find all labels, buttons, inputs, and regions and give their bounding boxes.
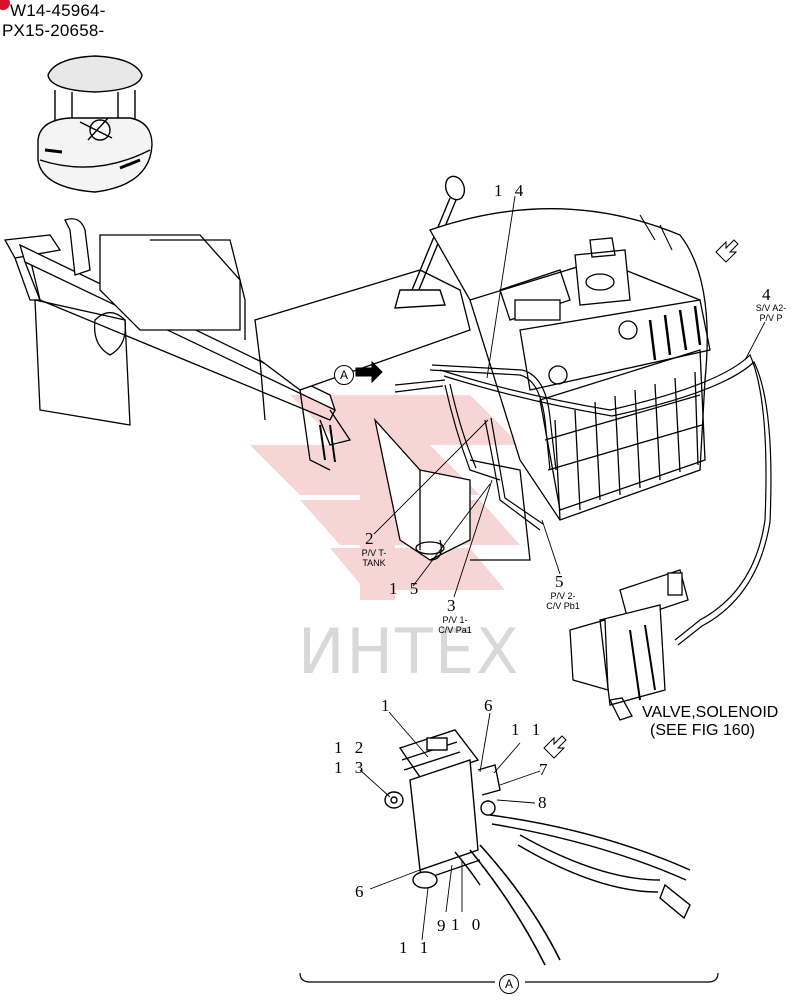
leader-lines xyxy=(359,195,766,941)
callout-6-bottom: 6 xyxy=(355,882,368,901)
callout-12: 1 2 xyxy=(334,738,368,757)
reference-line-1: VALVE,SOLENOID xyxy=(642,704,779,721)
view-bracket xyxy=(299,972,719,983)
callout-8: 8 xyxy=(538,793,551,812)
reference-line-2: (SEE FIG 160) xyxy=(650,722,755,739)
watermark-text: ИНТЕХ xyxy=(298,615,521,688)
callout-13: 1 3 xyxy=(334,758,368,777)
seat-thumbnail xyxy=(37,55,153,193)
callout-3: 3 xyxy=(447,596,460,615)
callout-11-bottom: 1 1 xyxy=(399,938,433,957)
callout-4-desc: S/V A2- P/V P xyxy=(746,303,796,323)
callout-1: 1 xyxy=(381,696,394,715)
view-arrow xyxy=(355,360,383,384)
serial-range-2: PX15-20658- xyxy=(2,21,105,40)
view-a-label: A xyxy=(499,974,519,994)
callout-11-top: 1 1 xyxy=(511,720,545,739)
callout-5-line-2: C/V Pb1 xyxy=(546,601,580,611)
control-lever xyxy=(394,175,466,309)
callout-3-line-1: P/V 1- xyxy=(442,615,468,625)
solenoid-valve xyxy=(569,569,689,721)
callout-2-line-2: TANK xyxy=(362,558,386,568)
callout-5: 5 xyxy=(555,572,568,591)
callout-4: 4 xyxy=(762,285,775,304)
control-valve xyxy=(429,208,711,521)
callout-6-top: 6 xyxy=(484,696,497,715)
callout-2-desc: P/V T- TANK xyxy=(352,548,396,568)
arrow-icon xyxy=(543,239,739,759)
callout-3-desc: P/V 1- C/V Pa1 xyxy=(432,615,478,635)
callout-2: 2 xyxy=(365,529,378,548)
view-a-marker: A xyxy=(334,365,354,385)
callout-15: 1 5 xyxy=(389,579,423,598)
callout-10: 1 0 xyxy=(451,915,485,934)
callout-9: 9 xyxy=(437,916,450,935)
callout-14: 1 4 xyxy=(494,181,528,200)
callout-4-line-2: P/V P xyxy=(759,313,783,323)
pilot-valve-detail xyxy=(384,729,691,966)
callout-5-line-1: P/V 2- xyxy=(550,591,576,601)
marker-dot xyxy=(0,0,10,10)
callout-3-line-2: C/V Pa1 xyxy=(438,625,472,635)
callout-2-line-1: P/V T- xyxy=(361,548,387,558)
callout-7: 7 xyxy=(539,760,552,779)
hoses xyxy=(394,353,772,646)
callout-5-desc: P/V 2- C/V Pb1 xyxy=(540,591,586,611)
serial-range-1: W14-45964- xyxy=(10,1,106,20)
callout-4-line-1: S/V A2- xyxy=(755,303,787,313)
frame-assembly xyxy=(3,218,531,561)
